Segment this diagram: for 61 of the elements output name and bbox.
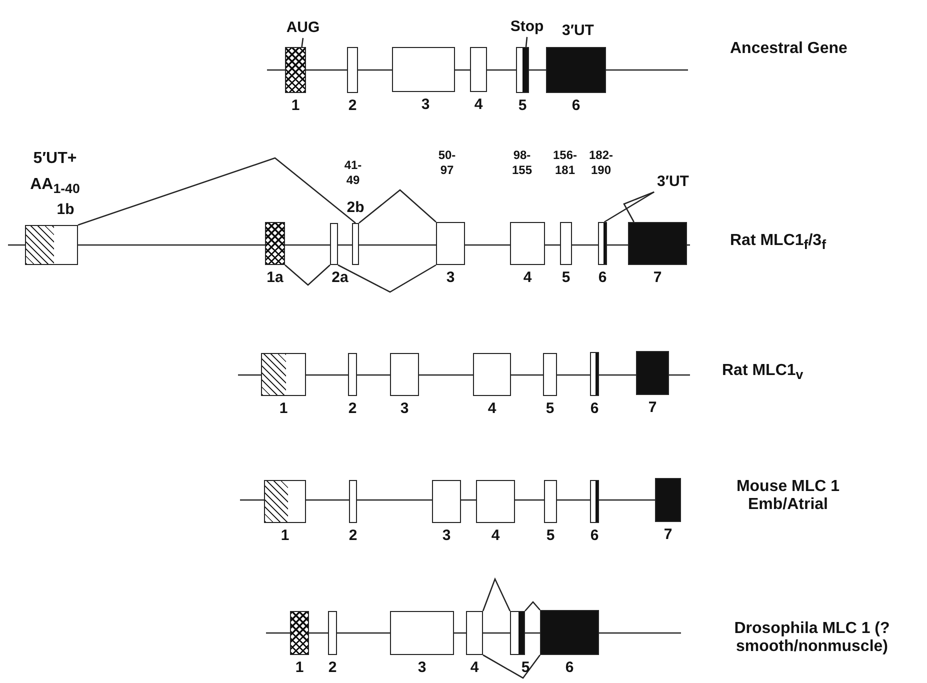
exon-number: 3 (442, 527, 451, 545)
exon-number: 1 (279, 400, 288, 418)
exon-number: 6 (590, 527, 599, 545)
exon-number: 3 (418, 659, 426, 677)
region-note: 5′UT+ AA$_{1-40}$ (29, 149, 81, 198)
exon-number: 6 (598, 269, 607, 287)
exon-number: 4 (488, 400, 496, 418)
splice-line (338, 264, 436, 293)
exon-number: 6 (590, 400, 599, 418)
exon-number: 5 (518, 97, 527, 115)
site-label: AUG (284, 18, 322, 38)
exon-number: 2b (346, 199, 364, 217)
splice-line (524, 601, 540, 612)
exon-number: 5 (546, 527, 555, 545)
amino-acid-range: 41- 49 (343, 158, 363, 188)
exon-number: 7 (653, 269, 662, 287)
exon-number: 5 (521, 659, 530, 677)
leader-line (301, 38, 304, 48)
splice-line (284, 264, 330, 286)
site-label: Stop (508, 17, 546, 37)
exon-number: 2 (348, 400, 357, 418)
exon-number: 2a (332, 269, 348, 287)
splice-line (482, 654, 541, 679)
exon-number: 1 (280, 527, 290, 545)
exon-number: 5 (546, 400, 554, 418)
region-label: 3′UT (561, 22, 595, 40)
exon-number: 4 (523, 269, 532, 287)
exon-number: 6 (565, 659, 574, 677)
exon-number: 1 (291, 97, 300, 115)
exon-number: 4 (470, 659, 479, 677)
exon-number: 2 (328, 659, 337, 677)
exon-number: 3 (400, 400, 409, 418)
amino-acid-range: 182- 190 (588, 148, 614, 178)
exon-number: 5 (562, 269, 570, 287)
gene-name: Mouse MLC 1 Emb/Atrial (735, 478, 841, 514)
exon-number: 2 (348, 527, 358, 545)
gene-name: Rat MLC1$_{v}$ (722, 362, 804, 384)
exon-number: 1a (266, 269, 284, 287)
exon-number: 3 (421, 96, 430, 114)
amino-acid-range: 50- 97 (437, 148, 457, 178)
exon-number: 3 (446, 269, 455, 287)
splice-line (482, 577, 511, 612)
exon-number: 4 (491, 527, 500, 545)
leader-line (525, 36, 528, 48)
exon-number: 1 (295, 659, 304, 677)
exon-number: 4 (474, 96, 483, 114)
amino-acid-range: 98- 155 (510, 148, 534, 178)
leader-line (604, 191, 654, 223)
exon-number: 7 (648, 399, 657, 417)
exon-number: 1b (56, 201, 74, 219)
gene-name: Rat MLC1$_{f}$/3$_{f}$ (730, 232, 828, 254)
exon-number: 6 (572, 97, 580, 115)
gene-name: Drosophila MLC 1 (? smooth/nonmuscle) (733, 620, 891, 656)
gene-name: Ancestral Gene (730, 40, 848, 58)
exon-number: 7 (664, 526, 672, 544)
splice-line (358, 189, 436, 224)
splice-line (78, 157, 356, 226)
amino-acid-range: 156- 181 (552, 148, 578, 178)
site-label: 3′UT (652, 172, 694, 192)
exon-number: 2 (348, 97, 357, 115)
leader-line (623, 191, 654, 222)
